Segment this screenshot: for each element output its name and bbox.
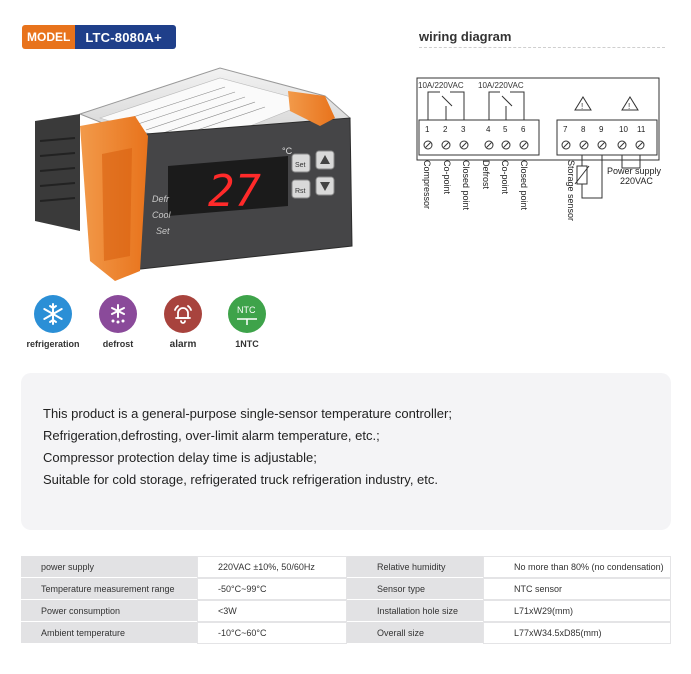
terminal-screw-slot xyxy=(443,142,449,148)
label-defrost: Defrost xyxy=(481,160,491,190)
spec-label: Sensor type xyxy=(347,578,483,600)
label-co-point-1: Co-point xyxy=(442,160,452,195)
feature-label: defrost xyxy=(102,339,134,349)
table-row: power supply 220VAC ±10%, 50/60Hz Relati… xyxy=(21,556,671,578)
description-line: This product is a general-purpose single… xyxy=(43,406,452,421)
terminal-number: 4 xyxy=(486,125,491,134)
feature-alarm: alarm xyxy=(148,295,218,350)
description-line: Compressor protection delay time is adju… xyxy=(43,450,317,465)
spec-label: Overall size xyxy=(347,622,483,644)
side-label-cool: Cool xyxy=(152,210,172,220)
terminal-screw-slot xyxy=(486,142,492,148)
label-closed-point-1: Closed point xyxy=(461,160,471,211)
wiring-frame xyxy=(416,77,660,161)
feature-refrigeration: refrigeration xyxy=(18,295,88,349)
description-line: Suitable for cold storage, refrigerated … xyxy=(43,472,439,487)
terminal-screw-slot xyxy=(521,142,527,148)
terminal-block-relays xyxy=(418,119,540,156)
wiring-title-divider xyxy=(419,47,665,48)
terminal-screw-slot xyxy=(599,142,605,148)
table-row: Temperature measurement range -50°C~99°C… xyxy=(21,578,671,600)
spec-label: Installation hole size xyxy=(347,600,483,622)
wiring-diagram: 10A/220VAC 10A/220VAC ! ! 1 2 3 4 5 6 7 8 9 10 11 xyxy=(416,77,662,221)
temperature-readout: 27 xyxy=(208,166,261,217)
side-label-defr: Defr xyxy=(152,194,170,204)
spec-label: power supply xyxy=(21,556,197,578)
feature-ntc: NTC 1NTC xyxy=(212,295,282,349)
terminal-screw-slot xyxy=(581,142,587,148)
terminal-screw-slot xyxy=(563,142,569,148)
feature-defrost: defrost xyxy=(83,295,153,349)
product-description: This product is a general-purpose single… xyxy=(21,373,671,530)
table-row: Ambient temperature -10°C~60°C Overall s… xyxy=(21,622,671,644)
table-row: Power consumption <3W Installation hole … xyxy=(21,600,671,622)
label-closed-point-2: Closed point xyxy=(519,160,529,211)
celsius-unit: °C xyxy=(282,146,293,156)
feature-label: 1NTC xyxy=(235,339,259,349)
ntc-sensor-icon: NTC xyxy=(228,295,266,333)
spec-value: No more than 80% (no condensation) xyxy=(483,556,671,578)
terminal-number: 8 xyxy=(581,125,586,134)
label-220vac: 220VAC xyxy=(620,176,653,186)
label-power-supply: Power supply xyxy=(607,166,662,176)
model-value: LTC-8080A+ xyxy=(75,25,176,49)
relay2-rating: 10A/220VAC xyxy=(478,81,524,90)
rst-button-label: Rst xyxy=(295,188,306,195)
terminal-number: 7 xyxy=(563,125,568,134)
specifications-table: power supply 220VAC ±10%, 50/60Hz Relati… xyxy=(21,556,671,644)
terminal-number: 9 xyxy=(599,125,604,134)
warning-triangle-icon xyxy=(621,96,639,111)
relay1-rating: 10A/220VAC xyxy=(418,81,464,90)
spec-label: Power consumption xyxy=(21,600,197,622)
down-arrow-icon xyxy=(320,182,330,191)
svg-text:!: ! xyxy=(581,102,583,111)
terminal-block-sensor-power xyxy=(556,119,658,156)
model-badge: MODEL LTC-8080A+ xyxy=(22,25,176,49)
terminal-number: 10 xyxy=(619,125,628,134)
alarm-bell-icon xyxy=(164,295,202,333)
label-storage-sensor: Storage sensor xyxy=(566,160,576,221)
terminal-screw-slot xyxy=(503,142,509,148)
set-button[interactable] xyxy=(291,153,311,173)
terminal-screw-slot xyxy=(637,142,643,148)
terminal-screw-slot xyxy=(425,142,431,148)
set-button-label: Set xyxy=(295,162,306,169)
terminal-number: 2 xyxy=(443,125,448,134)
label-compressor: Compressor xyxy=(422,160,432,209)
description-line: Refrigeration,defrosting, over-limit ala… xyxy=(43,428,380,443)
terminal-screw-slot xyxy=(619,142,625,148)
up-arrow-icon xyxy=(320,155,330,164)
terminal-number: 1 xyxy=(425,125,430,134)
terminal-number: 3 xyxy=(461,125,466,134)
svg-text:!: ! xyxy=(628,102,630,111)
spec-label: Relative humidity xyxy=(347,556,483,578)
spec-value: -50°C~99°C xyxy=(197,578,347,600)
warning-triangle-icon xyxy=(574,96,592,111)
defrost-icon xyxy=(99,295,137,333)
spec-label: Temperature measurement range xyxy=(21,578,197,600)
spec-value: 220VAC ±10%, 50/60Hz xyxy=(197,556,347,578)
temperature-controller-image: Defr Cool Set 27 °C Set Rst xyxy=(35,67,353,281)
spec-value: -10°C~60°C xyxy=(197,622,347,644)
feature-label: refrigeration xyxy=(26,339,80,349)
wiring-diagram-title: wiring diagram xyxy=(419,29,512,44)
spec-label: Ambient temperature xyxy=(21,622,197,644)
spec-value: NTC sensor xyxy=(483,578,671,600)
ntc-icon-text: NTC xyxy=(237,305,256,315)
side-label-set: Set xyxy=(156,226,170,236)
feature-label: alarm xyxy=(169,339,197,350)
terminal-number: 5 xyxy=(503,125,508,134)
spec-value: L77xW34.5xD85(mm) xyxy=(483,622,671,644)
spec-value: L71xW29(mm) xyxy=(483,600,671,622)
snowflake-icon xyxy=(34,295,72,333)
terminal-screw-slot xyxy=(461,142,467,148)
label-co-point-2: Co-point xyxy=(500,160,510,195)
rst-button[interactable] xyxy=(291,179,311,199)
terminal-number: 6 xyxy=(521,125,526,134)
terminal-number: 11 xyxy=(637,125,646,134)
model-label: MODEL xyxy=(22,25,76,49)
spec-value: <3W xyxy=(197,600,347,622)
